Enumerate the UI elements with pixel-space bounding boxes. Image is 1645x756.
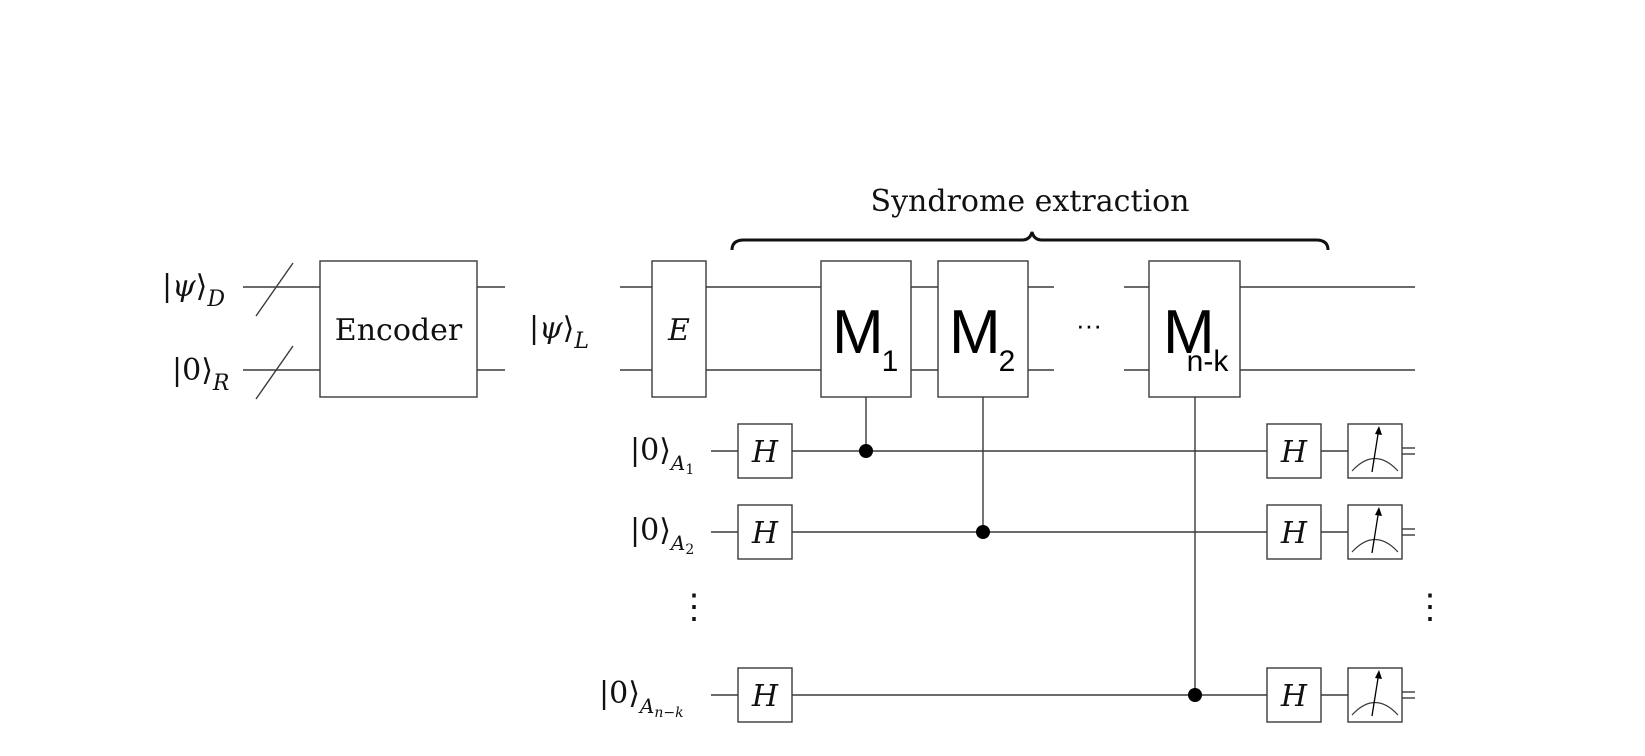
ancilla-label-2: |0⟩A2 [630, 513, 694, 558]
measurement-ellipsis: ··· [1076, 310, 1102, 340]
measurement-label-1: M1 [832, 298, 898, 378]
input-label-data: |ψ⟩D [162, 269, 225, 312]
syndrome-extraction-label: Syndrome extraction [871, 184, 1190, 219]
hadamard-gates-right: H H H [1266, 423, 1322, 723]
measurement-box-n-k [1148, 260, 1241, 398]
brace-shape [730, 231, 1330, 251]
measurement-block-n-k: Mn-k [1148, 260, 1241, 398]
control-dot-m1 [859, 444, 873, 458]
h-gate-ancilla-n-k-left [737, 667, 793, 723]
logical-state-label: |ψ⟩L [529, 311, 589, 354]
meter-arrow-icon [1375, 670, 1382, 679]
gate-e-box [651, 260, 707, 398]
encoder-box [319, 260, 478, 398]
input-label-register: |0⟩R [172, 353, 230, 396]
h-gate-label: H [1280, 516, 1308, 551]
syndrome-brace: Syndrome extraction [730, 184, 1330, 251]
vdots-left: ⋮ [677, 587, 711, 627]
bundle-slash-data [255, 262, 294, 317]
measurement-label-2: M2 [949, 298, 1015, 378]
gate-e-label: E [667, 313, 690, 348]
vdots-right: ⋮ [1413, 587, 1447, 627]
meter-arrow-icon [1375, 507, 1382, 516]
h-gate-label: H [751, 679, 779, 714]
ancilla-label-1: |0⟩A1 [630, 433, 694, 478]
h-gate-label: H [1280, 435, 1308, 470]
meter-needle-icon [1371, 508, 1380, 554]
control-dot-mnk [1188, 688, 1202, 702]
h-gate-ancilla-n-k-right [1266, 667, 1322, 723]
ancilla-label-n-k: |0⟩An−k [599, 676, 684, 721]
meter-needle-icon [1371, 671, 1380, 717]
controls [859, 397, 1202, 702]
control-dot-m2 [976, 525, 990, 539]
measurement-block-2: M2 [937, 260, 1029, 398]
ancilla-wires [711, 447, 1415, 699]
logical-wires [620, 286, 1415, 371]
meter-arc-icon [1351, 538, 1399, 553]
bundle-slash-register [255, 345, 294, 400]
meter-ancilla-2 [1347, 504, 1403, 560]
measurement-label-n-k: Mn-k [1163, 298, 1229, 378]
meter-arc-icon [1351, 457, 1399, 472]
h-gate-label: H [751, 516, 779, 551]
meter-arrow-icon [1375, 426, 1382, 435]
gate-e: E [651, 260, 707, 398]
meter-ancilla-1 [1347, 423, 1403, 479]
hadamard-gates-left: H H H [737, 423, 793, 723]
meter-arc-icon [1351, 701, 1399, 716]
measurement-box-2 [937, 260, 1029, 398]
h-gate-ancilla-1-left [737, 423, 793, 479]
encoder-label: Encoder [335, 313, 463, 348]
meter-ancilla-n-k [1347, 667, 1403, 723]
h-gate-ancilla-1-right [1266, 423, 1322, 479]
h-gate-label: H [1280, 679, 1308, 714]
h-gate-ancilla-2-left [737, 504, 793, 560]
h-gate-label: H [751, 435, 779, 470]
measurement-block-1: M1 [820, 260, 912, 398]
meter-needle-icon [1371, 427, 1380, 473]
encoder-section: |ψ⟩D |0⟩R Encoder [162, 260, 505, 400]
h-gate-ancilla-2-right [1266, 504, 1322, 560]
measurement-box-1 [820, 260, 912, 398]
